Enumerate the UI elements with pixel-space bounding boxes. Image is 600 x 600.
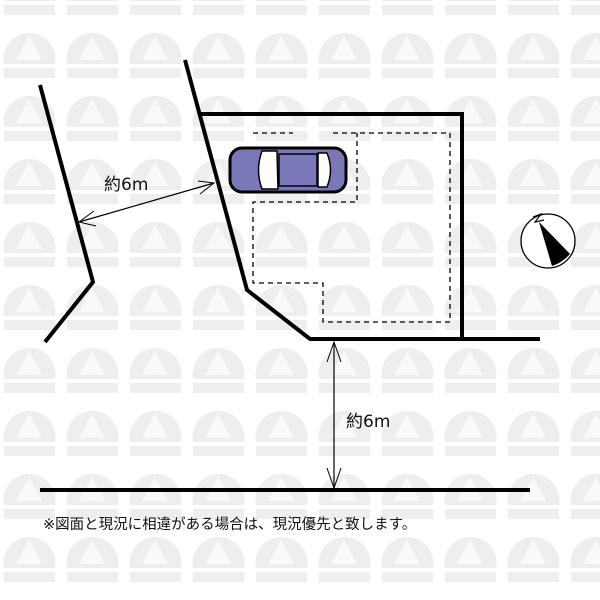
west-road-boundary <box>38 84 96 344</box>
property-boundary-top-right <box>200 112 464 339</box>
building-footprint <box>252 132 451 323</box>
north-arrow-compass-icon <box>520 212 576 269</box>
west-road-width-label: 約6m <box>104 175 148 195</box>
car-icon <box>228 146 348 194</box>
west-road-dimension <box>77 180 216 227</box>
south-road-width-label: 約6m <box>346 412 390 432</box>
property-boundary <box>183 59 540 341</box>
disclaimer-note: ※図面と現況に相違がある場合は、現況優先と致します。 <box>43 516 416 533</box>
